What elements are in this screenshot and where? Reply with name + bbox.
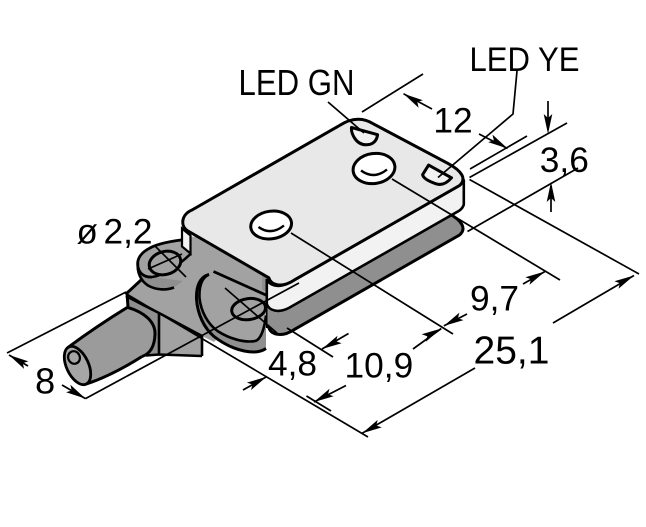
svg-text:9,7: 9,7 <box>470 280 519 319</box>
svg-text:10,9: 10,9 <box>345 347 414 386</box>
svg-text:4,8: 4,8 <box>268 345 317 384</box>
svg-text:2,2: 2,2 <box>104 213 153 252</box>
svg-text:8: 8 <box>35 361 55 402</box>
svg-text:LED GN: LED GN <box>239 62 355 103</box>
svg-text:3,6: 3,6 <box>540 141 589 180</box>
svg-text:LED YE: LED YE <box>470 41 580 79</box>
svg-text:12: 12 <box>433 101 472 140</box>
svg-text:25,1: 25,1 <box>474 330 550 373</box>
svg-text:ø: ø <box>77 213 98 252</box>
